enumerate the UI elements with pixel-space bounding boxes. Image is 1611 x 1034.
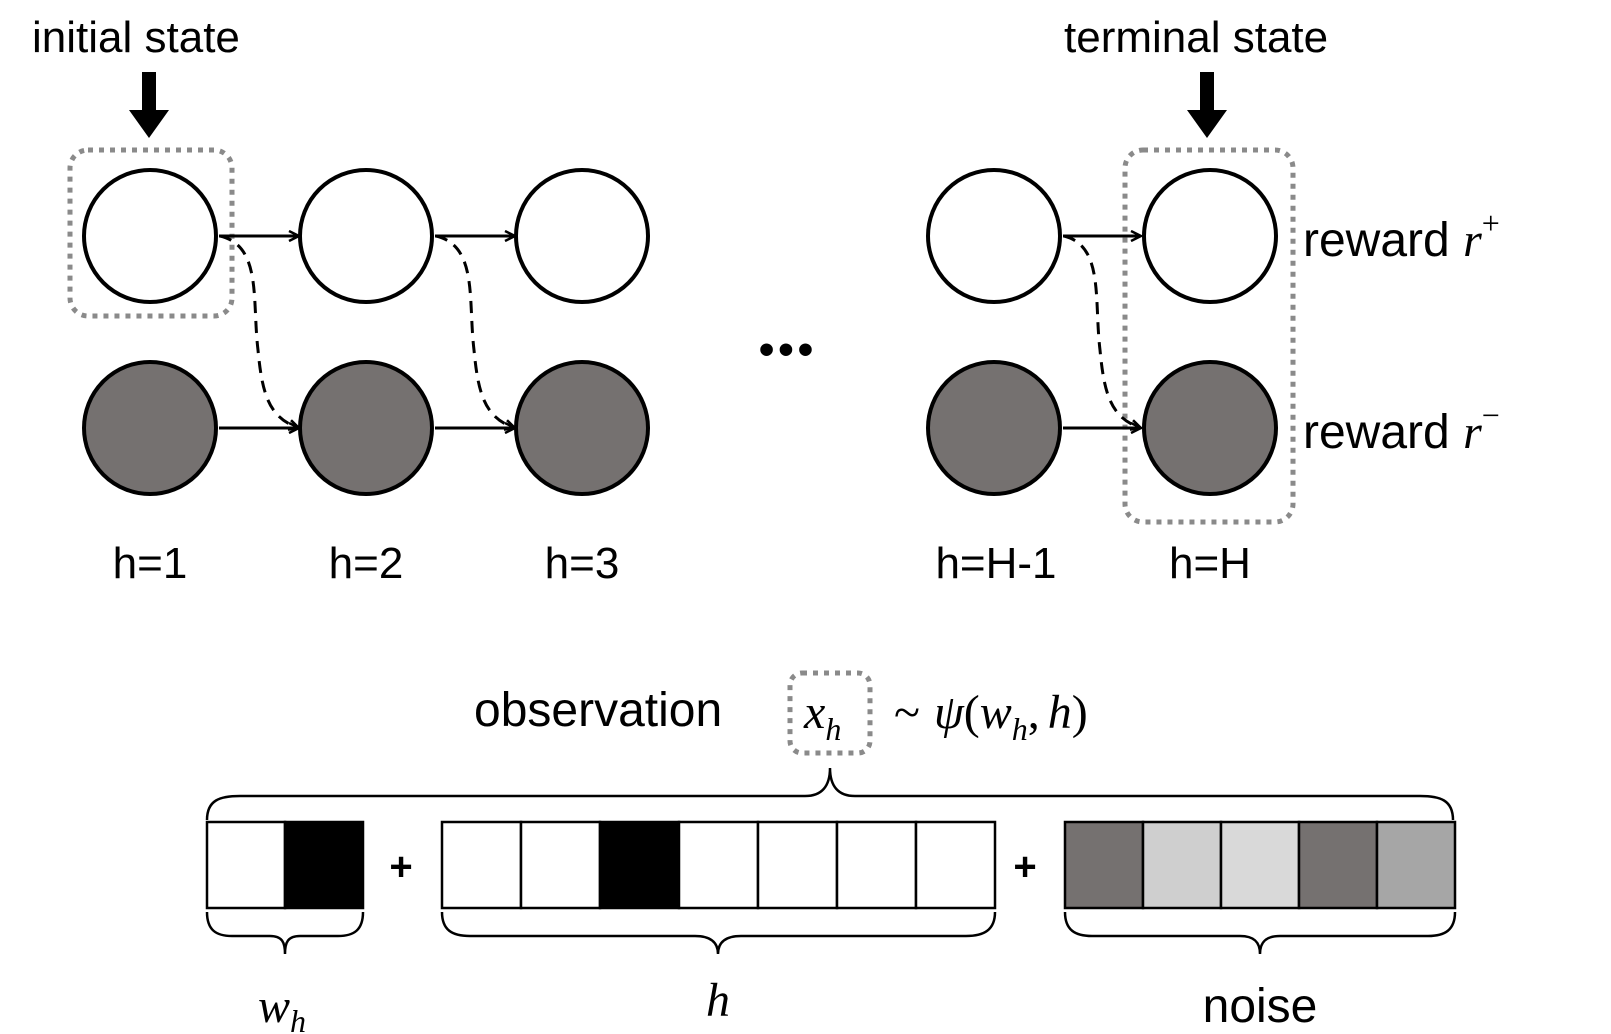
w-cell bbox=[283, 820, 365, 910]
step-label: h=H-1 bbox=[935, 539, 1056, 588]
h-cell bbox=[598, 820, 681, 910]
initial-state-label: initial state bbox=[32, 13, 240, 62]
observation-distribution: ~ψ(wh,h) bbox=[894, 686, 1088, 747]
h-cell bbox=[914, 820, 997, 910]
state-node-good bbox=[926, 168, 1062, 304]
state-node-bad bbox=[82, 360, 218, 496]
h-cell bbox=[440, 820, 523, 910]
noise-cell bbox=[1063, 820, 1145, 910]
terminal-state-box bbox=[1122, 147, 1296, 525]
terminal-state-label: terminal state bbox=[1064, 13, 1328, 62]
w-brace bbox=[205, 911, 365, 955]
h-label: h bbox=[706, 974, 730, 1027]
terminal-state-pointer-arrow bbox=[1187, 72, 1227, 138]
h-cell bbox=[756, 820, 839, 910]
reward-positive-label: reward r+ bbox=[1303, 205, 1500, 267]
dashed-transition-arrow bbox=[219, 234, 299, 428]
noise-cell bbox=[1141, 820, 1223, 910]
state-node-good bbox=[82, 168, 218, 304]
h-cell bbox=[519, 820, 602, 910]
observation-brace bbox=[205, 767, 1455, 821]
h-vector bbox=[440, 820, 997, 910]
observation-box bbox=[787, 670, 873, 756]
w-cell bbox=[205, 820, 287, 910]
h-brace bbox=[440, 911, 997, 955]
state-node-bad bbox=[1142, 360, 1278, 496]
initial-state-pointer-arrow bbox=[129, 72, 169, 138]
noise-vector bbox=[1063, 820, 1457, 910]
noise-cell bbox=[1219, 820, 1301, 910]
state-node-bad bbox=[298, 360, 434, 496]
noise-brace bbox=[1063, 911, 1457, 955]
w-vector bbox=[205, 820, 365, 910]
step-label: h=H bbox=[1169, 539, 1251, 588]
noise-cell bbox=[1297, 820, 1379, 910]
state-node-bad bbox=[926, 360, 1062, 496]
h-cell bbox=[677, 820, 760, 910]
state-node-bad bbox=[514, 360, 650, 496]
state-node-good bbox=[514, 168, 650, 304]
plus-sign: + bbox=[389, 845, 412, 889]
noise-cell bbox=[1375, 820, 1457, 910]
step-label: h=1 bbox=[113, 539, 188, 588]
w-label: wh bbox=[258, 980, 306, 1034]
step-label: h=2 bbox=[329, 539, 404, 588]
plus-sign: + bbox=[1013, 845, 1036, 889]
step-label: h=3 bbox=[545, 539, 620, 588]
initial-state-box bbox=[67, 147, 235, 319]
state-node-good bbox=[298, 168, 434, 304]
dashed-transition-arrow bbox=[435, 234, 515, 428]
dashed-transition-arrow bbox=[1063, 234, 1141, 428]
observation-word: observation bbox=[474, 684, 722, 737]
state-node-good bbox=[1142, 168, 1278, 304]
ellipsis: ••• bbox=[759, 325, 817, 374]
h-cell bbox=[835, 820, 918, 910]
noise-label: noise bbox=[1203, 980, 1318, 1033]
observation-variable: xh bbox=[803, 686, 841, 747]
reward-negative-label: reward r− bbox=[1303, 397, 1500, 459]
